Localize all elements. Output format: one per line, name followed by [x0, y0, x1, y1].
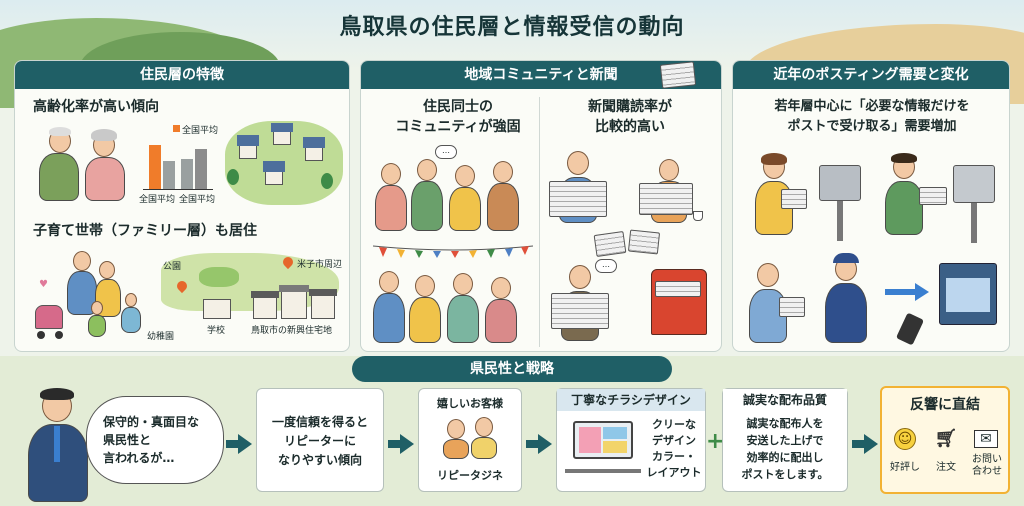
- newspaper-stack-icon: [593, 229, 665, 259]
- speech-bubble-icon: …: [595, 259, 617, 273]
- mailbox-icon: [651, 269, 707, 335]
- map-label-park: 公園: [163, 262, 182, 272]
- speech-text: 保守的・真面目な 県民性と 言われるが…: [103, 415, 200, 465]
- bar-tottori-2: [181, 159, 193, 189]
- panel-posting-demand: 近年のポスティング需要と変化 若年層中心に「必要な情報だけを ポストで受け取る」…: [732, 60, 1010, 352]
- happy-customer-box: 嬉しいお客様 リピータジネ: [418, 388, 522, 492]
- speech-bubble-icon: …: [435, 145, 457, 159]
- plus-icon: +: [706, 429, 725, 454]
- customer-illustration: [443, 415, 499, 459]
- businessman-illustration: [24, 388, 94, 504]
- panel-resident-features: 住民層の特徴 高齢化率が高い傾向 全国平均 全国平均 全国平均 子育て世帯（ファ…: [14, 60, 350, 352]
- community-title: 住民同士の コミュニティが強固: [395, 99, 521, 135]
- flow-arrow: [526, 440, 540, 448]
- design-text: クリーな デザイン カラー・ レイアウト: [646, 418, 702, 479]
- flow-arrow: [226, 440, 240, 448]
- design-title: 丁寧なチラシデザイン: [557, 389, 705, 411]
- bunting-decoration: [372, 243, 534, 258]
- flow-arrow-head: [864, 434, 878, 454]
- desk: [565, 469, 641, 473]
- result-item-3: お問い 合わせ: [972, 454, 1002, 477]
- family-illustration: ♥: [33, 249, 143, 345]
- cart-icon: 🛒︎: [934, 428, 958, 449]
- mailbox-icon: [819, 165, 861, 201]
- bar-national-2: [195, 149, 207, 189]
- map-illustration: 公園 米子市周辺 幼稚園 学校 鳥取市の新興住宅地: [147, 243, 345, 347]
- bar-tottori-1: [149, 145, 161, 189]
- family-title: 子育て世帯（ファミリー層）も居住: [33, 223, 257, 239]
- legend-swatch: [173, 125, 180, 132]
- result-item-2: 注文: [936, 462, 956, 473]
- smile-icon: ☺: [894, 428, 916, 450]
- monitor-icon: [573, 421, 633, 459]
- mailbox-reader-illustration: …: [547, 259, 717, 349]
- community-group-illustration: …: [371, 145, 535, 235]
- map-label-kindergarten: 幼稚園: [147, 332, 175, 342]
- quality-text: 誠実な配布人を 安送した上げで 効率的に配出し ポストをします。: [741, 417, 829, 481]
- speech-bubble: 保守的・真面目な 県民性と 言われるが…: [86, 396, 224, 484]
- result-item-1: 好評し: [890, 462, 920, 473]
- flow-arrow: [388, 440, 402, 448]
- newspaper-title: 新聞購読率が 比較的高い: [588, 99, 672, 135]
- newspaper-reader-illustration: [547, 147, 717, 227]
- result-title: 反響に直結: [910, 397, 980, 413]
- happy-caption: リピータジネ: [437, 469, 503, 482]
- legend-label: 全国平均: [182, 126, 219, 136]
- smartphone-icon: [895, 312, 925, 346]
- panel-community-newspaper: 地域コミュニティと新聞 住民同士の コミュニティが強固 新聞購読率が 比較的高い…: [360, 60, 722, 352]
- flow-arrow: [852, 440, 866, 448]
- trust-text: 一度信頼を得ると リピーターに なりやすい傾向: [271, 415, 368, 467]
- panel-header: 住民層の特徴: [15, 61, 349, 89]
- flow-arrow-head: [238, 434, 252, 454]
- young-man-mailbox-illustration: [875, 153, 1005, 249]
- town-illustration: [225, 121, 343, 205]
- aging-title: 高齢化率が高い傾向: [33, 99, 159, 115]
- page-title: 鳥取県の住民層と情報受信の動向: [339, 15, 685, 40]
- quality-title: 誠実な配布品質: [723, 389, 847, 411]
- mailbox-icon: [953, 165, 995, 203]
- map-label-yonago: 米子市周辺: [297, 260, 343, 270]
- quality-box: 誠実な配布品質 誠実な配布人を 安送した上げで 効率的に配出し ポストをします。: [722, 388, 848, 492]
- aging-bar-chart: 全国平均 全国平均 全国平均: [133, 123, 223, 205]
- panel-header: 近年のポスティング需要と変化: [733, 61, 1009, 89]
- community-gathering-illustration: [371, 261, 535, 347]
- result-box: 反響に直結 ☺ 🛒︎ ✉ 好評し 注文 お問い 合わせ: [880, 386, 1010, 494]
- flow-arrow-head: [400, 434, 414, 454]
- divider: [539, 97, 540, 347]
- map-label-school: 学校: [207, 326, 226, 336]
- mailbox-icon: [939, 263, 997, 325]
- school-building: [203, 299, 231, 319]
- mail-icon: ✉: [974, 430, 998, 448]
- design-box: 丁寧なチラシデザイン クリーな デザイン カラー・ レイアウト: [556, 388, 706, 492]
- cap-icon: [833, 253, 859, 263]
- chart-baseline: [143, 189, 213, 190]
- map-label-newtown: 鳥取市の新興住宅地: [251, 326, 333, 336]
- bar-label-1: 全国平均: [139, 195, 176, 205]
- young-woman-reading-illustration: [743, 153, 873, 249]
- coffee-cup-icon: [693, 211, 703, 221]
- flow-arrow-head: [538, 434, 552, 454]
- newtown-houses: [251, 285, 337, 319]
- delivery-staff-illustration: [743, 253, 893, 349]
- newspaper-icon: [659, 61, 697, 89]
- bar-label-2: 全国平均: [179, 195, 216, 205]
- bar-national-1: [163, 161, 175, 189]
- demand-title: 若年層中心に「必要な情報だけを ポストで受け取る」需要増加: [774, 99, 970, 134]
- park-icon: [199, 267, 239, 287]
- happy-title: 嬉しいお客様: [437, 397, 503, 410]
- strategy-header: 県民性と戦略: [352, 356, 672, 382]
- elderly-couple-illustration: [35, 123, 135, 201]
- trust-box: 一度信頼を得ると リピーターに なりやすい傾向: [256, 388, 384, 492]
- arrow-right-icon: [885, 283, 929, 301]
